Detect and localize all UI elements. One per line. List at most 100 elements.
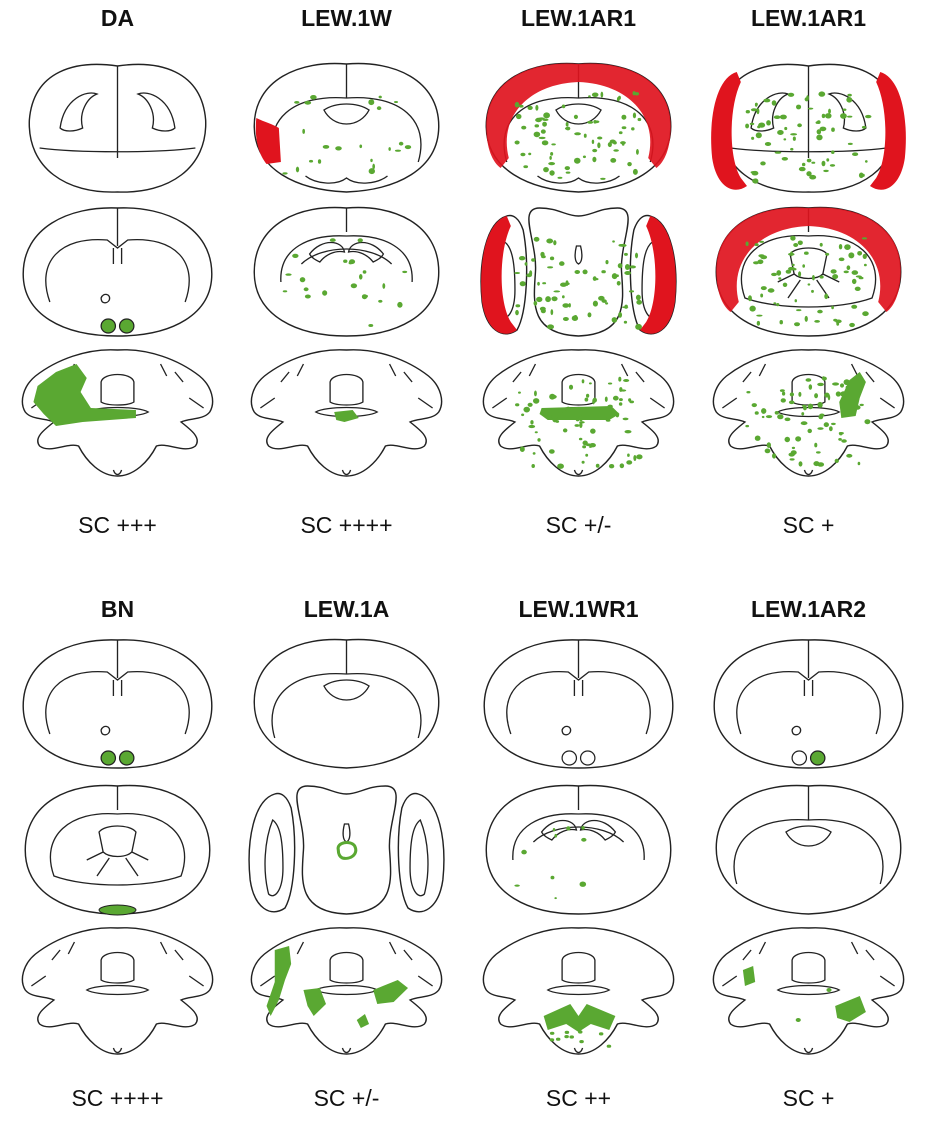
- green-lesion: [620, 244, 627, 247]
- panel-lew-1ar1: LEW.1AR1SC +: [711, 5, 906, 538]
- green-lesion: [554, 897, 556, 899]
- green-lesion: [781, 398, 786, 402]
- green-lesion: [795, 436, 801, 441]
- green-lesion: [582, 379, 585, 383]
- panel-bn: BNSC ++++: [22, 596, 212, 1111]
- green-lesion: [772, 100, 777, 105]
- green-lesion: [541, 129, 546, 133]
- green-lesion: [595, 278, 599, 280]
- green-lesion: [388, 147, 390, 151]
- green-lesion: [789, 453, 795, 457]
- green-lesion: [534, 132, 541, 138]
- optic-node-right: [811, 751, 825, 765]
- green-lesion: [760, 255, 767, 259]
- green-lesion: [799, 461, 803, 466]
- green-lesion: [778, 277, 781, 279]
- green-lesion: [780, 389, 785, 392]
- clinical-score: SC ++++: [300, 512, 392, 538]
- brain-section-1: [484, 640, 673, 768]
- green-lesion: [824, 422, 829, 427]
- green-lesion: [605, 260, 608, 264]
- green-lesion: [633, 91, 636, 95]
- brain-section-2: [481, 208, 676, 336]
- brain-section-2: [716, 208, 901, 336]
- green-lesion: [575, 270, 581, 274]
- green-lesion: [751, 108, 757, 111]
- green-lesion: [368, 324, 373, 327]
- green-lesion: [588, 95, 591, 97]
- green-lesion: [594, 120, 600, 123]
- green-lesion: [555, 420, 559, 423]
- green-lesion: [335, 146, 342, 150]
- green-lesion: [623, 418, 629, 421]
- green-lesion: [600, 178, 606, 180]
- green-lesion: [613, 141, 617, 144]
- green-lesion: [619, 131, 623, 134]
- green-lesion: [846, 454, 852, 458]
- panel-lew-1w: LEW.1W SC ++++: [251, 5, 441, 538]
- green-lesion: [822, 114, 825, 118]
- green-lesion: [617, 281, 621, 286]
- green-lesion: [625, 264, 630, 270]
- green-lesion: [569, 385, 573, 390]
- strain-heading: LEW.1W: [301, 5, 392, 31]
- green-lesion: [521, 126, 526, 130]
- green-lesion: [520, 153, 525, 156]
- green-lesion: [857, 251, 862, 256]
- green-lesion: [750, 123, 755, 125]
- green-lesion: [811, 162, 815, 164]
- optic-node-right: [581, 751, 595, 765]
- green-lesion: [358, 238, 363, 242]
- green-lesion: [829, 426, 833, 431]
- green-lesion: [788, 93, 795, 97]
- green-lesion: [848, 143, 853, 145]
- green-lesion: [399, 142, 404, 146]
- green-lesion: [627, 162, 632, 166]
- green-lesion: [550, 1032, 555, 1035]
- green-lesion: [633, 455, 636, 461]
- green-lesion: [828, 395, 830, 401]
- green-lesion: [798, 241, 803, 246]
- green-lesion: [636, 454, 642, 459]
- green-lesion: [515, 310, 519, 315]
- green-lesion: [790, 458, 795, 460]
- green-lesion: [629, 265, 636, 268]
- green-lesion: [763, 99, 770, 103]
- strain-heading: LEW.1WR1: [518, 596, 638, 622]
- green-lesion: [612, 273, 618, 279]
- green-lesion: [559, 261, 565, 266]
- strain-heading: LEW.1A: [304, 596, 390, 622]
- green-lesion: [514, 885, 520, 887]
- green-lesion: [541, 309, 546, 314]
- green-lesion: [803, 405, 807, 410]
- green-lesion: [795, 299, 797, 302]
- green-lesion: [304, 287, 309, 291]
- green-lesion: [635, 253, 638, 259]
- green-lesion: [562, 295, 565, 298]
- green-lesion: [552, 414, 558, 419]
- optic-node-right: [120, 751, 134, 765]
- green-lesion: [847, 116, 852, 118]
- green-lesion: [832, 382, 839, 385]
- green-lesion: [599, 1032, 604, 1035]
- green-lesion: [533, 452, 536, 455]
- green-lesion: [579, 421, 585, 423]
- green-lesion: [283, 290, 288, 292]
- green-lesion: [806, 95, 809, 101]
- green-lesion: [547, 414, 552, 420]
- brain-section-1: [254, 640, 439, 768]
- strain-heading: LEW.1AR1: [521, 5, 636, 31]
- green-lesion: [818, 91, 825, 96]
- green-lesion: [851, 405, 854, 408]
- green-lesion: [369, 168, 375, 174]
- strain-heading: BN: [101, 596, 134, 622]
- green-lesion: [802, 163, 805, 167]
- green-lesion: [606, 419, 611, 421]
- green-lesion: [806, 171, 811, 176]
- green-lesion: [629, 290, 634, 292]
- green-lesion: [553, 828, 555, 831]
- green-lesion: [397, 302, 402, 308]
- green-lesion: [831, 306, 834, 310]
- strain-heading: LEW.1AR1: [751, 5, 866, 31]
- green-lesion: [805, 316, 808, 322]
